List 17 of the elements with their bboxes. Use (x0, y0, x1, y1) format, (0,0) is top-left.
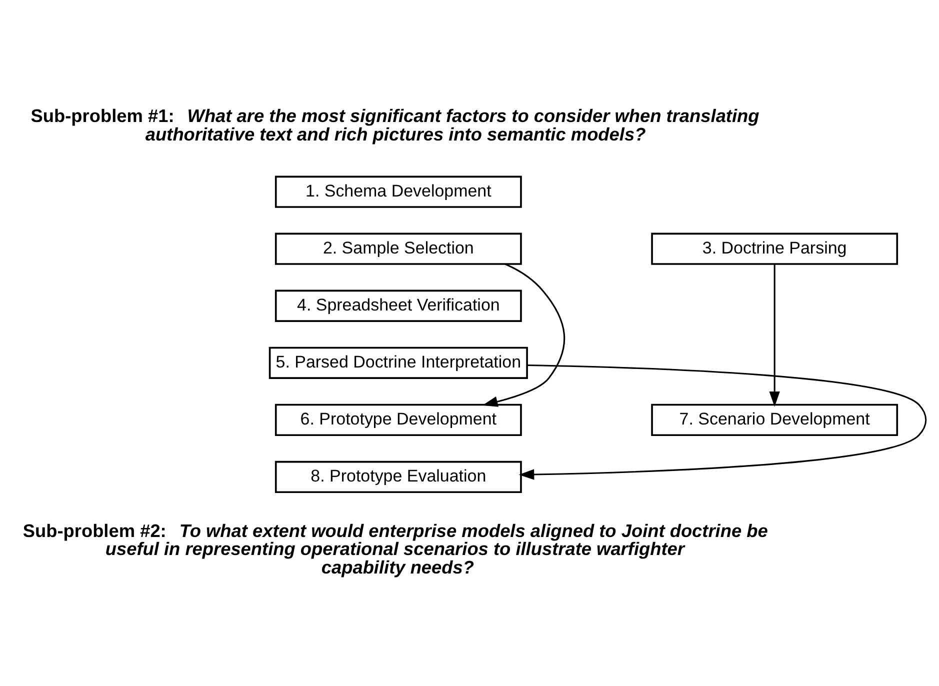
node-box: 8. Prototype Evaluation (274, 460, 522, 493)
node-box: 1. Schema Development (274, 175, 522, 208)
node-box: 3. Doctrine Parsing (651, 232, 898, 264)
node-box: 5. Parsed Doctrine Interpretation (268, 346, 528, 378)
node-box: 6. Prototype Development (274, 403, 522, 436)
label: What are the most significant factors to consider when translating (187, 106, 760, 126)
node-box: 2. Sample Selection (274, 232, 522, 264)
label: Sub-problem #2: (22, 520, 166, 541)
label: capability needs? (321, 556, 474, 577)
arrow (518, 364, 927, 480)
arrow (769, 264, 780, 406)
node-box: 4. Spreadsheet Verification (274, 289, 522, 322)
label: Sub-problem #1: (30, 106, 174, 126)
arrow (482, 262, 566, 406)
node-box: 7. Scenario Development (651, 403, 898, 436)
label: useful in representing operational scenarios to illustrate warfighter (105, 538, 684, 559)
label: To what extent would enterprise models aligned to Joint doctrine be (179, 520, 768, 541)
